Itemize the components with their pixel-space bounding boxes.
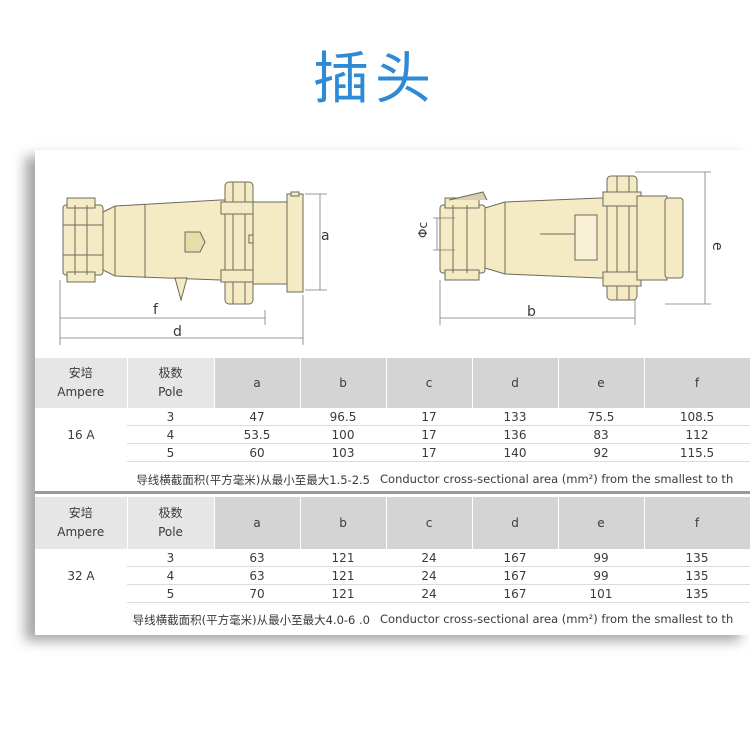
dim-label-e: e (709, 242, 725, 251)
value-a: 60 (214, 443, 300, 462)
value-c: 24 (386, 584, 472, 603)
value-c: 24 (386, 566, 472, 585)
table-row: 5 70 121 24 167 101 135 (35, 584, 750, 603)
note-cn: 导线横截面积(平方毫米)从最小至最大1.5-2.5 (136, 473, 370, 487)
table-header-row: 安培 Ampere 极数 Pole a b c d e f (35, 497, 750, 549)
col-header-f: f (644, 497, 750, 549)
dim-label-f: f (153, 302, 159, 318)
table-divider (35, 491, 750, 494)
col-header-d: d (472, 358, 559, 408)
value-e: 92 (558, 443, 644, 462)
value-a: 70 (214, 584, 300, 603)
col-header-c: c (386, 497, 473, 549)
value-d: 167 (472, 566, 558, 585)
spec-table-32a: 安培 Ampere 极数 Pole a b c d e f 32 A 3 63 … (35, 497, 750, 603)
value-e: 83 (558, 425, 644, 444)
value-c: 17 (386, 425, 472, 444)
table-row: 4 63 121 24 167 99 135 (35, 566, 750, 585)
value-c: 24 (386, 549, 472, 567)
value-e: 101 (558, 584, 644, 603)
pole-value: 4 (127, 566, 214, 585)
pole-header: 极数 Pole (127, 358, 215, 408)
value-e: 99 (558, 566, 644, 585)
table-row: 16 A 3 47 96.5 17 133 75.5 108.5 (35, 408, 750, 462)
note-en: Conductor cross-sectional area (mm²) fro… (380, 612, 734, 626)
dim-label-d: d (173, 324, 182, 340)
pole-value: 3 (127, 408, 214, 426)
col-header-b: b (300, 358, 387, 408)
dim-label-a: a (321, 228, 330, 244)
value-b: 121 (300, 584, 386, 603)
value-d: 133 (472, 408, 558, 426)
value-a: 47 (214, 408, 300, 426)
value-d: 167 (472, 549, 558, 567)
ampere-value: 32 A (35, 549, 127, 603)
note-cn: 导线横截面积(平方毫米)从最小至最大4.0-6 .0 (132, 613, 370, 627)
col-header-f: f (644, 358, 750, 408)
value-f: 112 (644, 425, 750, 444)
value-d: 136 (472, 425, 558, 444)
value-a: 63 (214, 566, 300, 585)
col-header-d: d (472, 497, 559, 549)
col-header-e: e (558, 497, 645, 549)
dim-label-c: Φc (416, 222, 430, 238)
pole-header: 极数 Pole (127, 497, 215, 549)
pole-value: 5 (127, 443, 214, 462)
spec-sheet: a f d (35, 150, 750, 635)
value-b: 121 (300, 549, 386, 567)
value-c: 17 (386, 408, 472, 426)
col-header-e: e (558, 358, 645, 408)
pole-value: 5 (127, 584, 214, 603)
table-row: 5 60 103 17 140 92 115.5 (35, 443, 750, 462)
value-d: 167 (472, 584, 558, 603)
plug-dimension-drawings: a f d (59, 171, 725, 345)
value-b: 121 (300, 566, 386, 585)
value-b: 100 (300, 425, 386, 444)
col-header-a: a (214, 497, 301, 549)
value-e: 99 (558, 549, 644, 567)
value-f: 135 (644, 549, 750, 567)
value-f: 135 (644, 566, 750, 585)
value-f: 135 (644, 584, 750, 603)
pole-value: 4 (127, 425, 214, 444)
plug-front-view (439, 175, 684, 301)
ampere-header: 安培 Ampere (35, 497, 128, 549)
plug-side-view (62, 181, 304, 305)
value-c: 17 (386, 443, 472, 462)
col-header-a: a (214, 358, 301, 408)
col-header-c: c (386, 358, 473, 408)
col-header-b: b (300, 497, 387, 549)
table-row: 32 A 3 63 121 24 167 99 135 (35, 549, 750, 603)
value-f: 108.5 (644, 408, 750, 426)
value-a: 53.5 (214, 425, 300, 444)
page-title: 插头 (313, 47, 437, 112)
conductor-note-16a: 导线横截面积(平方毫米)从最小至最大1.5-2.5 Conductor cros… (35, 470, 750, 488)
pole-value: 3 (127, 549, 214, 567)
dim-label-b: b (527, 304, 536, 320)
conductor-note-32a: 导线横截面积(平方毫米)从最小至最大4.0-6 .0 Conductor cro… (35, 610, 750, 628)
value-b: 103 (300, 443, 386, 462)
value-a: 63 (214, 549, 300, 567)
spec-table-16a: 安培 Ampere 极数 Pole a b c d e f 16 A 3 47 … (35, 358, 750, 462)
ampere-header: 安培 Ampere (35, 358, 128, 408)
value-f: 115.5 (644, 443, 750, 462)
value-e: 75.5 (558, 408, 644, 426)
note-en: Conductor cross-sectional area (mm²) fro… (380, 472, 734, 486)
value-d: 140 (472, 443, 558, 462)
table-row: 4 53.5 100 17 136 83 112 (35, 425, 750, 444)
ampere-value: 16 A (35, 408, 127, 462)
table-header-row: 安培 Ampere 极数 Pole a b c d e f (35, 358, 750, 408)
value-b: 96.5 (300, 408, 386, 426)
